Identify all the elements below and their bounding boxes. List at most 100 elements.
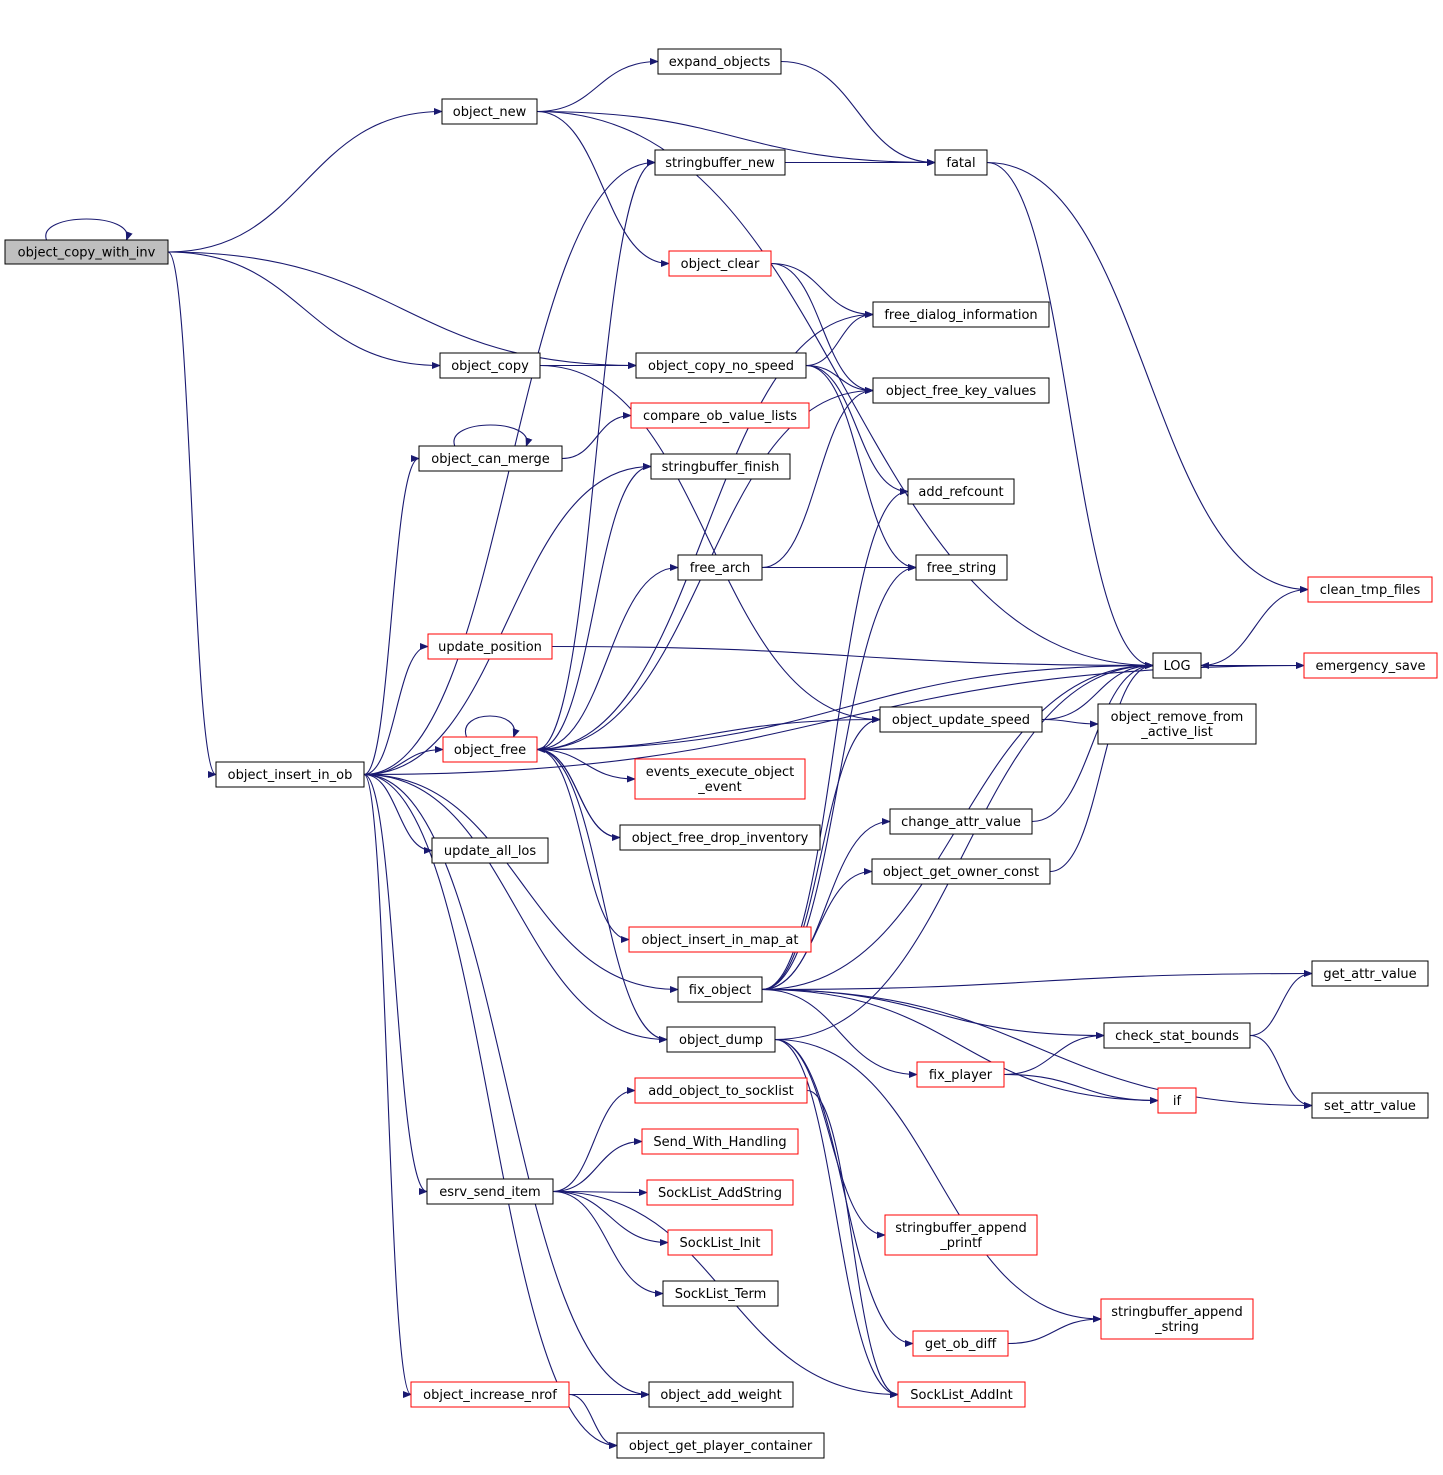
edge-fatal-to-LOG [986, 161, 1154, 670]
edge-esrv_send_item-to-SockList_Term [552, 1190, 664, 1298]
edge-object_free-to-free_arch [536, 563, 679, 751]
node-label: object_free_drop_inventory [632, 831, 809, 846]
node-add_refcount[interactable]: add_refcount [907, 478, 1015, 505]
node-get_attr_value[interactable]: get_attr_value [1311, 960, 1429, 987]
edge-object_insert_in_ob-to-object_dump [363, 773, 668, 1044]
node-object_get_player_container[interactable]: object_get_player_container [616, 1432, 825, 1459]
edge-object_insert_in_ob-to-stringbuffer_finish [363, 462, 652, 776]
node-fatal[interactable]: fatal [934, 149, 988, 176]
edge-get_ob_diff-to-stringbuffer_append_string [1007, 1315, 1102, 1345]
edge-object_copy_with_inv-to-object_insert_in_ob [167, 251, 217, 778]
node-free_dialog_information[interactable]: free_dialog_information [872, 301, 1050, 328]
node-box [897, 1381, 1026, 1408]
node-stringbuffer_append_printf[interactable]: stringbuffer_append_printf [884, 1214, 1038, 1256]
node-label: get_ob_diff [925, 1337, 997, 1352]
node-label: stringbuffer_new [665, 156, 775, 171]
node-label: _printf [939, 1236, 982, 1251]
node-esrv_send_item[interactable]: esrv_send_item [426, 1178, 554, 1205]
node-label: Send_With_Handling [653, 1135, 786, 1150]
node-object_increase_nrof[interactable]: object_increase_nrof [410, 1381, 570, 1408]
node-free_arch[interactable]: free_arch [677, 554, 763, 581]
node-box [1100, 1298, 1254, 1340]
node-set_attr_value[interactable]: set_attr_value [1311, 1092, 1429, 1119]
edge-object_copy_with_inv-to-object_copy_no_speed [167, 251, 637, 370]
node-compare_ob_value_lists[interactable]: compare_ob_value_lists [630, 402, 810, 429]
node-SockList_Init[interactable]: SockList_Init [667, 1229, 773, 1256]
node-box [666, 1026, 776, 1053]
edge-object_free-to-object_insert_in_map_at [536, 748, 630, 944]
node-box [879, 706, 1043, 733]
node-object_update_speed[interactable]: object_update_speed [879, 706, 1043, 733]
node-box [431, 837, 549, 864]
node-object_remove_from_active_list[interactable]: object_remove_from_active_list [1097, 703, 1257, 745]
node-update_position[interactable]: update_position [427, 633, 553, 660]
node-box [634, 758, 806, 800]
edge-object_copy_no_speed-to-object_free_key_values [805, 364, 874, 395]
edge-esrv_send_item-to-Send_With_Handling [552, 1137, 643, 1193]
node-object_free_drop_inventory[interactable]: object_free_drop_inventory [619, 824, 821, 851]
node-label: events_execute_object [646, 765, 794, 780]
node-SockList_Term[interactable]: SockList_Term [662, 1280, 779, 1307]
node-object_dump[interactable]: object_dump [666, 1026, 776, 1053]
node-box [934, 149, 988, 176]
node-stringbuffer_finish[interactable]: stringbuffer_finish [650, 453, 791, 480]
node-if[interactable]: if [1157, 1087, 1197, 1114]
node-box [650, 453, 791, 480]
node-object_clear[interactable]: object_clear [668, 250, 772, 277]
node-stringbuffer_append_string[interactable]: stringbuffer_append_string [1100, 1298, 1254, 1340]
edge-object_new-to-object_clear [536, 110, 670, 268]
node-label: object_insert_in_ob [228, 768, 353, 783]
node-label: update_all_los [444, 844, 537, 859]
edge-object_free-to-object_dump [536, 748, 668, 1044]
node-get_ob_diff[interactable]: get_ob_diff [912, 1330, 1009, 1357]
node-object_get_owner_const[interactable]: object_get_owner_const [871, 858, 1051, 885]
node-label: object_can_merge [431, 452, 549, 467]
node-update_all_los[interactable]: update_all_los [431, 837, 549, 864]
node-check_stat_bounds[interactable]: check_stat_bounds [1103, 1022, 1251, 1049]
node-label: object_get_owner_const [883, 865, 1039, 880]
edge-expand_objects-to-fatal [780, 60, 936, 167]
edge-object_new-to-fatal [536, 110, 936, 167]
node-object_copy[interactable]: object_copy [439, 352, 541, 379]
node-object_new[interactable]: object_new [441, 98, 538, 125]
node-free_string[interactable]: free_string [915, 554, 1008, 581]
node-object_can_merge[interactable]: object_can_merge [418, 445, 563, 472]
node-label: LOG [1163, 659, 1190, 674]
node-object_free_key_values[interactable]: object_free_key_values [872, 377, 1050, 404]
node-box [630, 402, 810, 429]
node-events_execute_object_event[interactable]: events_execute_object_event [634, 758, 806, 800]
node-object_free[interactable]: object_free [442, 736, 538, 763]
node-box [442, 736, 538, 763]
node-box [628, 926, 812, 953]
node-change_attr_value[interactable]: change_attr_value [889, 808, 1033, 835]
edge-fix_object-to-add_refcount [761, 487, 909, 991]
node-object_add_weight[interactable]: object_add_weight [648, 1381, 794, 1408]
node-stringbuffer_new[interactable]: stringbuffer_new [654, 149, 786, 176]
node-box [646, 1179, 794, 1206]
node-fix_player[interactable]: fix_player [916, 1061, 1005, 1088]
node-box [1303, 652, 1438, 679]
node-object_insert_in_map_at[interactable]: object_insert_in_map_at [628, 926, 812, 953]
edge-free_arch-to-object_free_key_values [761, 386, 874, 569]
node-box [1103, 1022, 1251, 1049]
node-label: object_copy [451, 359, 529, 374]
node-object_copy_with_inv[interactable]: object_copy_with_inv [4, 239, 169, 265]
edge-esrv_send_item-to-SockList_Init [552, 1190, 669, 1247]
node-label: SockList_AddInt [910, 1388, 1012, 1403]
edge-fix_object-to-object_get_owner_const [761, 867, 873, 991]
node-Send_With_Handling[interactable]: Send_With_Handling [641, 1128, 799, 1155]
node-LOG[interactable]: LOG [1152, 652, 1202, 679]
node-expand_objects[interactable]: expand_objects [657, 48, 782, 75]
node-object_insert_in_ob[interactable]: object_insert_in_ob [215, 761, 365, 788]
node-emergency_save[interactable]: emergency_save [1303, 652, 1438, 679]
edge-fix_object-to-if [761, 988, 1159, 1105]
node-box [410, 1381, 570, 1408]
node-clean_tmp_files[interactable]: clean_tmp_files [1307, 576, 1433, 603]
node-object_copy_no_speed[interactable]: object_copy_no_speed [635, 352, 807, 379]
node-SockList_AddString[interactable]: SockList_AddString [646, 1179, 794, 1206]
node-SockList_AddInt[interactable]: SockList_AddInt [897, 1381, 1026, 1408]
node-add_object_to_socklist[interactable]: add_object_to_socklist [634, 1077, 808, 1104]
node-box [677, 976, 763, 1003]
node-fix_object[interactable]: fix_object [677, 976, 763, 1003]
node-box [427, 633, 553, 660]
